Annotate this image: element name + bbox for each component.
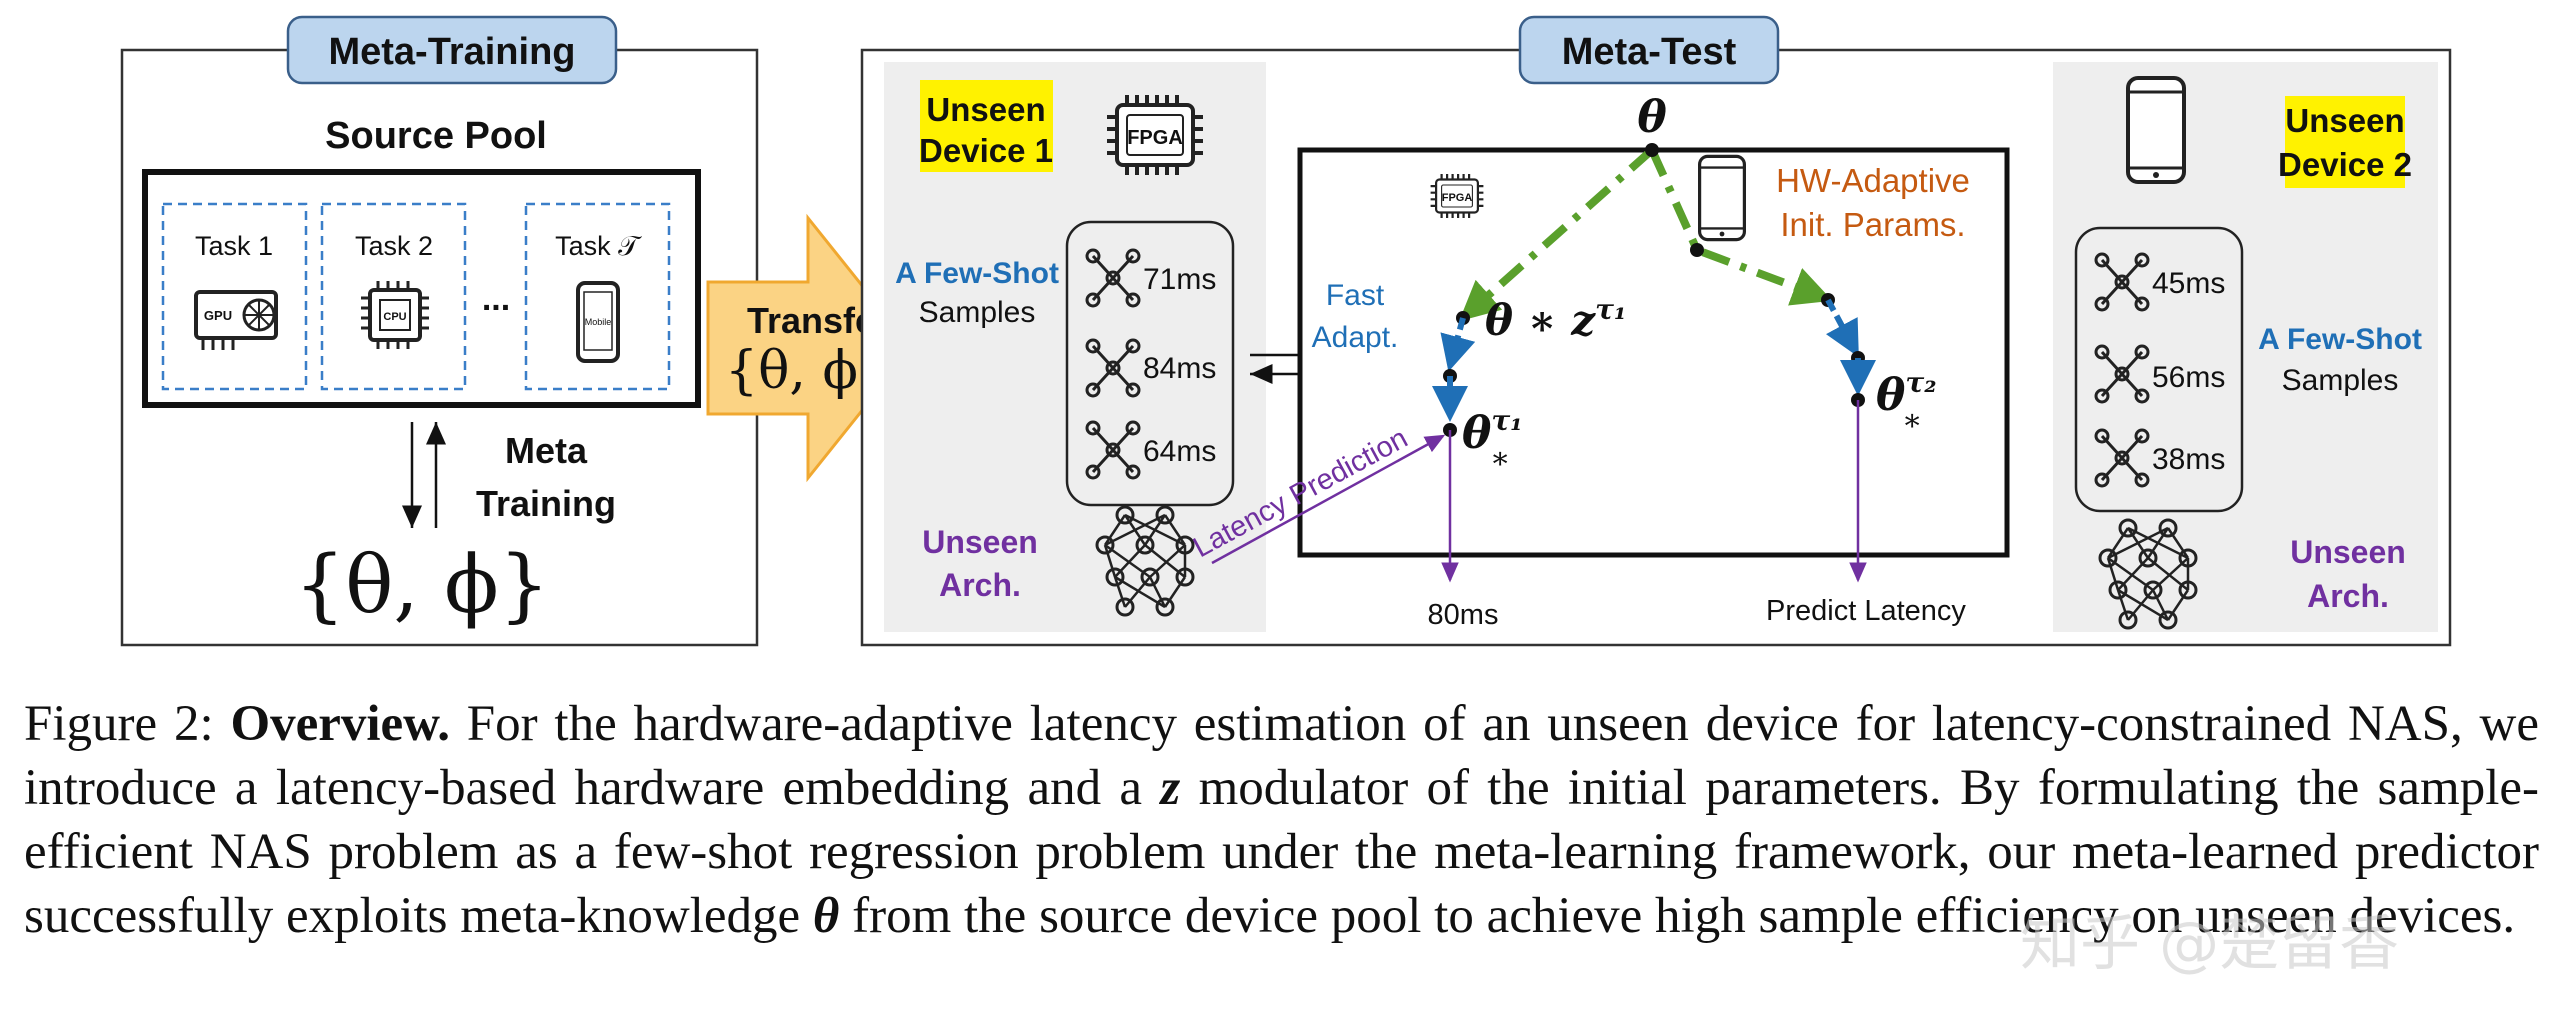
- theta-star-2-label: θτ₂: [1876, 366, 1936, 421]
- unseen-device-1-label-2: Device 1: [919, 132, 1053, 169]
- output-2-label: Predict Latency: [1766, 595, 1966, 627]
- caption-theta: θ: [812, 888, 840, 944]
- theta-star-1-sub: ∗: [1490, 441, 1510, 476]
- few-shot-label-1: A Few-Shot: [895, 257, 1059, 290]
- unseen-device-1-label-1: Unseen: [926, 91, 1045, 128]
- theta-label: θ: [1637, 92, 1667, 143]
- task-1-box: [161, 202, 308, 391]
- meta-training-title-box: [286, 15, 618, 85]
- svg-text:CPU: CPU: [383, 311, 406, 323]
- task-t-box: [524, 202, 671, 391]
- fast-adapt-label-2: Adapt.: [1312, 321, 1399, 354]
- sample-latency: 56ms: [2152, 361, 2225, 394]
- latency-prediction-arrow: [1211, 434, 1446, 565]
- sample-latency: 64ms: [1143, 435, 1216, 468]
- meta-training-label-1: Meta: [505, 430, 588, 471]
- device-1-samples-box: [1065, 220, 1235, 507]
- task-1-label: Task 1: [195, 231, 273, 261]
- task-2-label: Task 2: [355, 231, 433, 261]
- unseen-device-1-highlight: [920, 80, 1053, 172]
- caption-text-2: modulator of the initial parameters. By …: [24, 760, 2539, 944]
- transfer-arrow: [706, 213, 914, 483]
- sample-latency: 84ms: [1143, 352, 1216, 385]
- svg-text:FPGA: FPGA: [1442, 192, 1473, 204]
- hw-adaptive-label-2: Init. Params.: [1780, 206, 1965, 243]
- meta-test-center-box: [1297, 147, 2010, 558]
- few-shot-samples-label-1: Samples: [919, 296, 1036, 329]
- gpu-icon: GPU: [194, 290, 278, 350]
- caption-text-1: For the hardware-adaptive latency estima…: [24, 696, 2540, 816]
- caption-text-3: from the source device pool to achieve h…: [839, 888, 2516, 944]
- figure-caption: Figure 2: Overview. For the hardware-ada…: [24, 692, 2539, 948]
- theta-star-1-label: θτ₁: [1462, 404, 1522, 459]
- meta-training-title: Meta-Training: [328, 31, 575, 73]
- fpga-small-icon: FPGA: [1429, 172, 1485, 220]
- unseen-device-2-label-1: Unseen: [2285, 102, 2404, 139]
- sample-latency: 71ms: [1143, 263, 1216, 296]
- theta-z-label: θ ∗ zτ₁: [1485, 293, 1626, 345]
- mobile-icon: Mobile: [576, 281, 620, 363]
- unseen-arch-label-4: Arch.: [2307, 578, 2389, 614]
- unseen-arch-label-3: Unseen: [2290, 534, 2406, 570]
- meta-test-title: Meta-Test: [1562, 31, 1737, 73]
- fast-adapt-arrow-1: [1440, 317, 1476, 372]
- meta-training-label-2: Training: [476, 483, 616, 524]
- device2-adapt-arrow-1: [1825, 298, 1859, 358]
- svg-text:FPGA: FPGA: [1127, 127, 1183, 149]
- device-2-samples-box: [2074, 226, 2244, 513]
- unseen-device-2-highlight: [2285, 96, 2405, 188]
- source-pool-label: Source Pool: [325, 115, 547, 157]
- phone-icon: [2126, 76, 2186, 184]
- tasks-ellipsis: ...: [482, 280, 510, 318]
- caption-z: z: [1160, 760, 1181, 816]
- theta-to-device2-path: [1648, 148, 1833, 306]
- svg-text:Mobile: Mobile: [585, 317, 612, 327]
- few-shot-label-2: A Few-Shot: [2258, 323, 2422, 356]
- fpga-chip-icon: FPGA: [1105, 93, 1205, 177]
- caption-bold: Overview.: [230, 696, 450, 752]
- svg-text:GPU: GPU: [204, 308, 232, 323]
- hw-adaptive-label-1: HW-Adaptive: [1776, 162, 1970, 199]
- unseen-arch-label-1: Unseen: [922, 524, 1038, 560]
- sample-latency: 45ms: [2152, 267, 2225, 300]
- sample-latency: 38ms: [2152, 443, 2225, 476]
- theta-star-2-sub: ∗: [1902, 403, 1922, 438]
- task-t-label: Task 𝒯: [555, 231, 642, 261]
- cpu-icon: CPU: [361, 281, 429, 349]
- caption-prefix: Figure 2:: [24, 696, 231, 752]
- few-shot-samples-label-2: Samples: [2282, 364, 2399, 397]
- unseen-device-2-label-2: Device 2: [2278, 146, 2412, 183]
- phone-small-icon: [1697, 154, 1747, 242]
- meta-training-params: {θ, ϕ}: [294, 538, 549, 631]
- output-1-label: 80ms: [1428, 599, 1499, 631]
- theta-to-device1-path: [1459, 147, 1655, 322]
- overview-diagram: Meta-Training Source Pool Task 1 Task 2 …: [120, 15, 2452, 647]
- task-2-box: [320, 202, 467, 391]
- fast-adapt-label-1: Fast: [1326, 279, 1385, 312]
- meta-test-title-box: [1518, 15, 1780, 85]
- unseen-arch-label-2: Arch.: [939, 567, 1021, 603]
